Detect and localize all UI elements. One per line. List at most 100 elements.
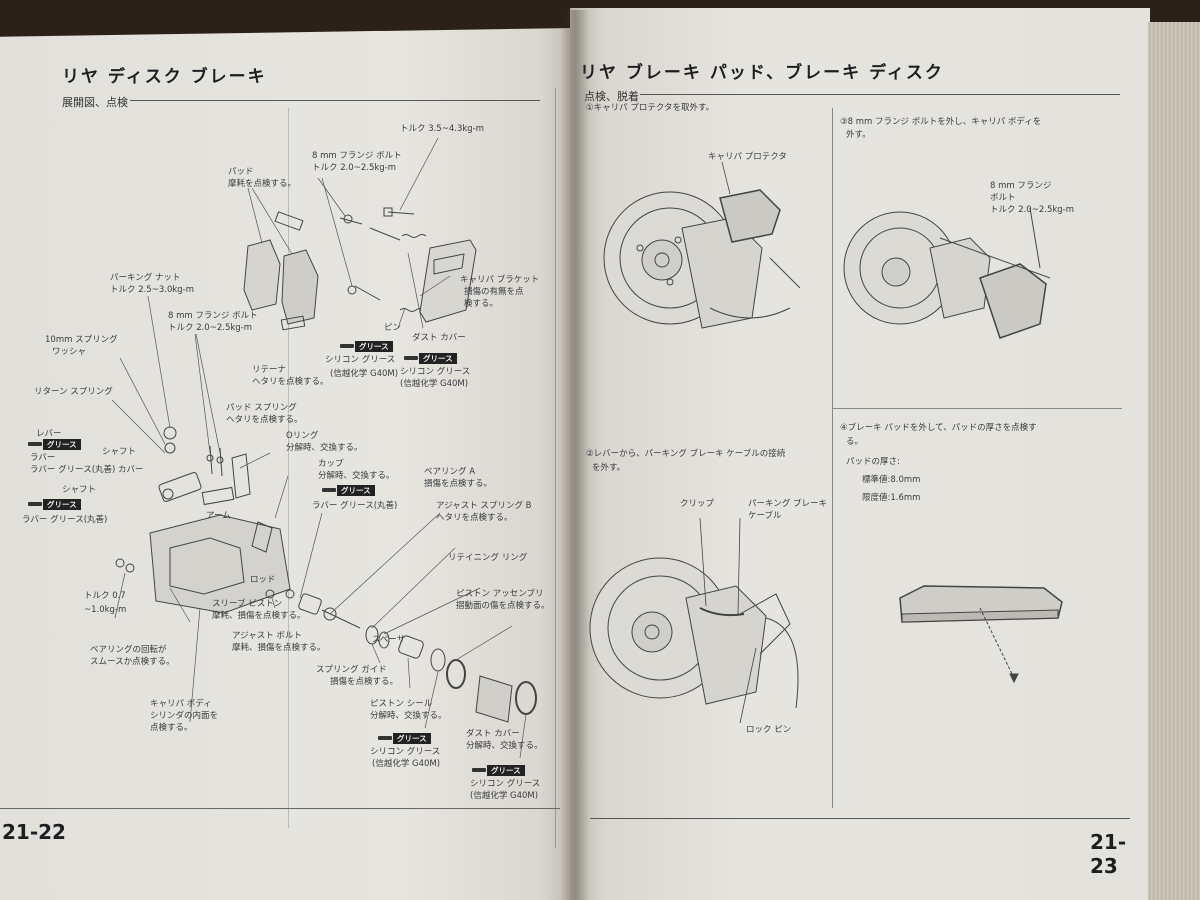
grease-brush-icon <box>404 356 418 360</box>
silicone-c-label-1: シリコン グリース <box>370 747 441 757</box>
parking-nut-label-2: トルク 2.5~3.0kg-m <box>110 285 195 295</box>
flange-bolt-right-label-3: トルク 2.0~2.5kg-m <box>990 205 1075 215</box>
right-page-title: リヤ ブレーキ パッド、ブレーキ ディスク <box>580 63 944 83</box>
left-page-title: リヤ ディスク ブレーキ <box>62 67 267 87</box>
page-stack-edge <box>1148 22 1200 900</box>
bearing-rotation-label-1: ベアリングの回転が <box>90 645 167 655</box>
dust-cover-top-label: ダスト カバー <box>412 333 466 343</box>
o-ring-label-1: Oリング <box>286 431 319 441</box>
lock-pin-label: ロック ピン <box>746 725 792 735</box>
brake-pad-figure <box>899 585 1063 684</box>
right-page-number: 21-23 <box>1090 830 1127 878</box>
pad-limit-value: 限度値:1.6mm <box>862 493 921 503</box>
piston-assy-label-2: 摺動面の傷を点検する。 <box>456 601 550 611</box>
lever-label: レバー <box>36 429 62 439</box>
arm-label: アーム <box>206 511 231 521</box>
step-3-text-2: 外す。 <box>846 130 871 140</box>
silicone-b-label-2: (信越化学 G40M) <box>400 379 469 389</box>
right-subtitle-rule <box>640 94 1120 95</box>
grease-brush-icon <box>472 768 486 772</box>
page-border <box>555 88 556 848</box>
bearing-a-label-1: ベアリング A <box>424 467 476 477</box>
left-page-number: 21-22 <box>2 820 66 844</box>
footer-rule <box>0 808 560 809</box>
torque-low-label-2: ~1.0kg-m <box>84 605 127 615</box>
bracket-label-3: 検する。 <box>464 299 499 309</box>
retainer-label-2: ヘタリを点検する。 <box>252 377 329 387</box>
return-spring-label: リターン スプリング <box>34 387 113 397</box>
spring-washer-label-1: 10mm スプリング <box>45 335 118 345</box>
bracket-label-1: キャリパ ブラケット <box>460 275 540 285</box>
o-ring-label-2: 分解時、交換する。 <box>286 443 363 453</box>
right-footer-rule <box>590 818 1130 819</box>
caliper-protector-label: キャリパ プロテクタ <box>708 152 787 162</box>
retaining-ring-label: リテイニング リング <box>448 553 528 563</box>
step-3-text: ③8 mm フランジ ボルトを外し、キャリパ ボディを <box>840 117 1042 127</box>
rubber-pre-label: ラバー <box>30 453 56 463</box>
retainer-label-1: リテーナ <box>252 365 287 375</box>
flange-bolt-mid-label-1: 8 mm フランジ ボルト <box>168 311 258 321</box>
silicone-a-label-2: (信越化学 G40M) <box>330 369 399 379</box>
right-page: リヤ ブレーキ パッド、ブレーキ ディスク 点検、脱着 ①キャリパ プロテクタを… <box>570 8 1150 900</box>
right-page-subtitle: 点検、脱着 <box>584 90 639 103</box>
grease-brush-icon <box>28 442 42 446</box>
rubber-grease-cover-label: ラバー グリース(丸善) カバー <box>30 465 144 475</box>
adjust-bolt-label-2: 摩耗、損傷を点検する。 <box>232 643 326 653</box>
grease-tag-d: グリース <box>28 498 81 510</box>
piston-seal-label-2: 分解時、交換する。 <box>370 711 447 721</box>
pin-label: ピン <box>384 323 402 333</box>
pad-spring-label-2: ヘタリを点検する。 <box>226 415 303 425</box>
dust-cover-low-label-1: ダスト カバー <box>466 729 520 739</box>
step-2-text-1: ②レバーから、パーキング ブレーキ ケーブルの接続 <box>586 449 786 459</box>
book-spine-shadow <box>560 10 590 900</box>
grease-brush-icon <box>322 488 336 492</box>
grease-brush-icon <box>28 502 42 506</box>
left-page: リヤ ディスク ブレーキ 展開図、点検 <box>0 28 575 900</box>
disc-protector-figure <box>603 161 801 329</box>
flange-bolt-right-label-1: 8 mm フランジ <box>990 181 1052 191</box>
grease-tag-f: グリース <box>378 732 431 744</box>
subtitle-rule <box>130 100 540 101</box>
bearing-rotation-label-2: スムースか点検する。 <box>90 657 175 667</box>
bearing-a-label-2: 損傷を点検する。 <box>424 479 493 489</box>
spring-guide-label-2: 損傷を点検する。 <box>330 677 399 687</box>
step-2-text-2: を外す。 <box>592 463 626 473</box>
grease-tag-g: グリース <box>472 764 525 776</box>
caliper-body-label-2: シリンダの内面を <box>150 711 219 721</box>
sleeve-piston-label-2: 摩耗、損傷を点検する。 <box>212 611 306 621</box>
flange-bolt-top-label-2: トルク 2.0~2.5kg-m <box>312 163 397 173</box>
step-4-text-2: る。 <box>846 437 864 447</box>
spacer-label: スペーサ <box>372 635 406 645</box>
bracket-label-2: 損傷の有無を点 <box>464 287 524 297</box>
spring-washer-label-2: ワッシャ <box>52 347 87 357</box>
piston-assy-label-1: ピストン アッセンブリ <box>456 589 544 599</box>
rubber-grease-2-label: ラバー グリース(丸善) <box>22 515 108 525</box>
column-divider <box>288 108 289 828</box>
torque-upper-label: トルク 3.5~4.3kg-m <box>400 124 485 134</box>
clip-label: クリップ <box>680 499 715 509</box>
pad-label-2: 摩耗を点検する。 <box>228 179 297 189</box>
silicone-d-label-2: (信越化学 G40M) <box>470 791 539 801</box>
dust-cover-low-label-2: 分解時、交換する。 <box>466 741 543 751</box>
cup-label-2: 分解時、交換する。 <box>318 471 395 481</box>
parking-cable-label-1: パーキング ブレーキ <box>748 499 827 509</box>
silicone-c-label-2: (信越化学 G40M) <box>372 759 441 769</box>
silicone-a-label-1: シリコン グリース <box>325 355 396 365</box>
grease-tag-c: グリース <box>28 438 81 450</box>
parking-cable-figure <box>589 517 799 724</box>
left-page-subtitle: 展開図、点検 <box>62 96 128 109</box>
spring-guide-label-1: スプリング ガイド <box>316 665 387 675</box>
parking-nut-label-1: パーキング ナット <box>110 273 181 283</box>
pad-standard-value: 標準値:8.0mm <box>862 475 921 485</box>
parking-cable-label-2: ケーブル <box>748 511 782 521</box>
shaft-label-2: シャフト <box>62 485 97 495</box>
grease-tag-a: グリース <box>340 340 393 352</box>
grease-brush-icon <box>340 344 354 348</box>
grease-brush-icon <box>378 736 392 740</box>
flange-bolt-mid-label-2: トルク 2.0~2.5kg-m <box>168 323 253 333</box>
piston-seal-label-1: ピストン シール <box>370 699 433 709</box>
exploded-view-diagram <box>111 137 537 759</box>
torque-low-label-1: トルク 0.7 <box>84 591 126 601</box>
right-column-divider <box>832 108 833 808</box>
